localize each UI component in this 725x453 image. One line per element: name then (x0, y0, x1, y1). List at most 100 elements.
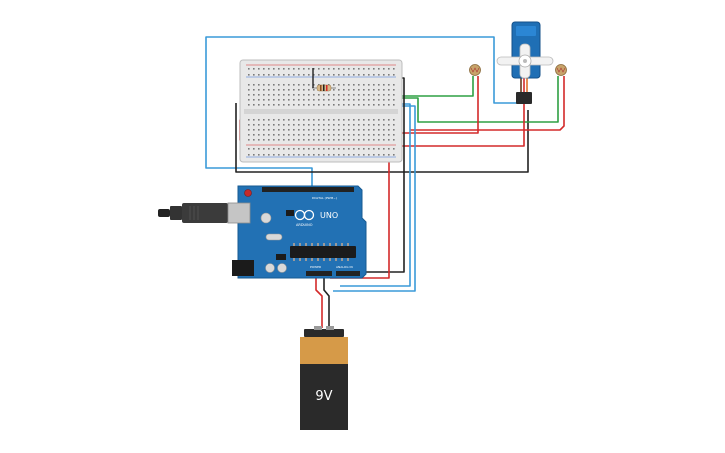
breadboard-hole (283, 139, 285, 141)
breadboard-hole (388, 68, 390, 70)
breadboard-hole (383, 139, 385, 141)
breadboard-hole (363, 94, 365, 96)
breadboard-hole (373, 129, 375, 131)
power-jack[interactable] (232, 260, 254, 276)
breadboard-hole (313, 68, 315, 70)
breadboard-hole (298, 119, 300, 121)
breadboard-hole (298, 124, 300, 126)
breadboard-hole (388, 119, 390, 121)
breadboard-hole (318, 99, 320, 101)
breadboard-hole (248, 68, 250, 70)
breadboard-hole (293, 129, 295, 131)
breadboard-hole (368, 129, 370, 131)
breadboard-hole (303, 154, 305, 156)
breadboard-hole (278, 84, 280, 86)
breadboard-hole (318, 94, 320, 96)
breadboard-hole (308, 129, 310, 131)
breadboard-hole (363, 148, 365, 150)
breadboard-hole (348, 148, 350, 150)
breadboard-hole (278, 129, 280, 131)
breadboard-hole (368, 68, 370, 70)
breadboard-hole (353, 68, 355, 70)
breadboard-hole (268, 94, 270, 96)
brand-label: ARDUINO (296, 223, 313, 227)
breadboard-hole (388, 124, 390, 126)
breadboard-hole (293, 139, 295, 141)
breadboard-hole (298, 134, 300, 136)
breadboard-hole (298, 154, 300, 156)
breadboard-hole (253, 148, 255, 150)
breadboard-hole (258, 89, 260, 91)
breadboard-hole (338, 119, 340, 121)
smd-component (276, 254, 286, 260)
breadboard-hole (383, 99, 385, 101)
breadboard-hole (373, 139, 375, 141)
breadboard-hole (323, 74, 325, 76)
breadboard-hole (358, 84, 360, 86)
breadboard-hole (258, 154, 260, 156)
wire-black-battery[interactable] (323, 278, 330, 328)
ldr-left[interactable] (469, 64, 481, 76)
breadboard-hole (283, 68, 285, 70)
wire-blue-top-loop[interactable] (205, 36, 518, 186)
breadboard-hole (378, 74, 380, 76)
wire-black-left-loop[interactable] (235, 103, 529, 173)
breadboard-hole (348, 89, 350, 91)
power-header[interactable] (306, 271, 332, 276)
breadboard-hole (303, 89, 305, 91)
breadboard-hole (293, 74, 295, 76)
breadboard-hole (253, 89, 255, 91)
breadboard-hole (293, 99, 295, 101)
breadboard-hole (363, 84, 365, 86)
breadboard-hole (278, 139, 280, 141)
breadboard-hole (248, 99, 250, 101)
breadboard-hole (388, 134, 390, 136)
breadboard-hole (378, 94, 380, 96)
breadboard-hole (258, 99, 260, 101)
breadboard-hole (338, 124, 340, 126)
breadboard-hole (248, 139, 250, 141)
servo-connector[interactable] (516, 92, 532, 104)
breadboard-hole (343, 119, 345, 121)
servo[interactable] (496, 21, 554, 104)
resistor[interactable] (312, 84, 336, 92)
breadboard-hole (283, 154, 285, 156)
breadboard-hole (353, 119, 355, 121)
breadboard-hole (368, 119, 370, 121)
breadboard-hole (328, 139, 330, 141)
breadboard-hole (388, 139, 390, 141)
breadboard-hole (343, 84, 345, 86)
breadboard-hole (298, 94, 300, 96)
arduino-board[interactable]: ARDUINO UNO DIGITAL (PWM~) POWER ANALOG … (227, 185, 367, 279)
breadboard-hole (393, 99, 395, 101)
analog-header[interactable] (336, 271, 360, 276)
breadboard-hole (253, 99, 255, 101)
battery-snap (304, 329, 344, 337)
digital-header[interactable] (262, 187, 354, 192)
battery-9v[interactable]: 9V (300, 326, 348, 430)
servo-horn[interactable] (496, 43, 554, 79)
breadboard-hole (298, 139, 300, 141)
breadboard-hole (368, 124, 370, 126)
breadboard-hole (353, 129, 355, 131)
breadboard-hole (298, 99, 300, 101)
breadboard-hole (333, 124, 335, 126)
usb-port[interactable] (227, 202, 251, 224)
breadboard-hole (283, 119, 285, 121)
wire-red-battery[interactable] (315, 278, 323, 328)
breadboard-hole (333, 104, 335, 106)
breadboard-hole (383, 119, 385, 121)
breadboard-hole (353, 74, 355, 76)
breadboard-hole (313, 134, 315, 136)
breadboard-hole (333, 89, 335, 91)
breadboard-hole (268, 74, 270, 76)
breadboard-hole (323, 119, 325, 121)
wire-red-ldr-right[interactable] (410, 76, 565, 131)
breadboard-hole (293, 84, 295, 86)
breadboard-hole (383, 84, 385, 86)
reset-button[interactable] (244, 189, 252, 197)
breadboard[interactable] (239, 59, 403, 163)
ldr-right[interactable] (555, 64, 567, 76)
breadboard-hole (263, 68, 265, 70)
